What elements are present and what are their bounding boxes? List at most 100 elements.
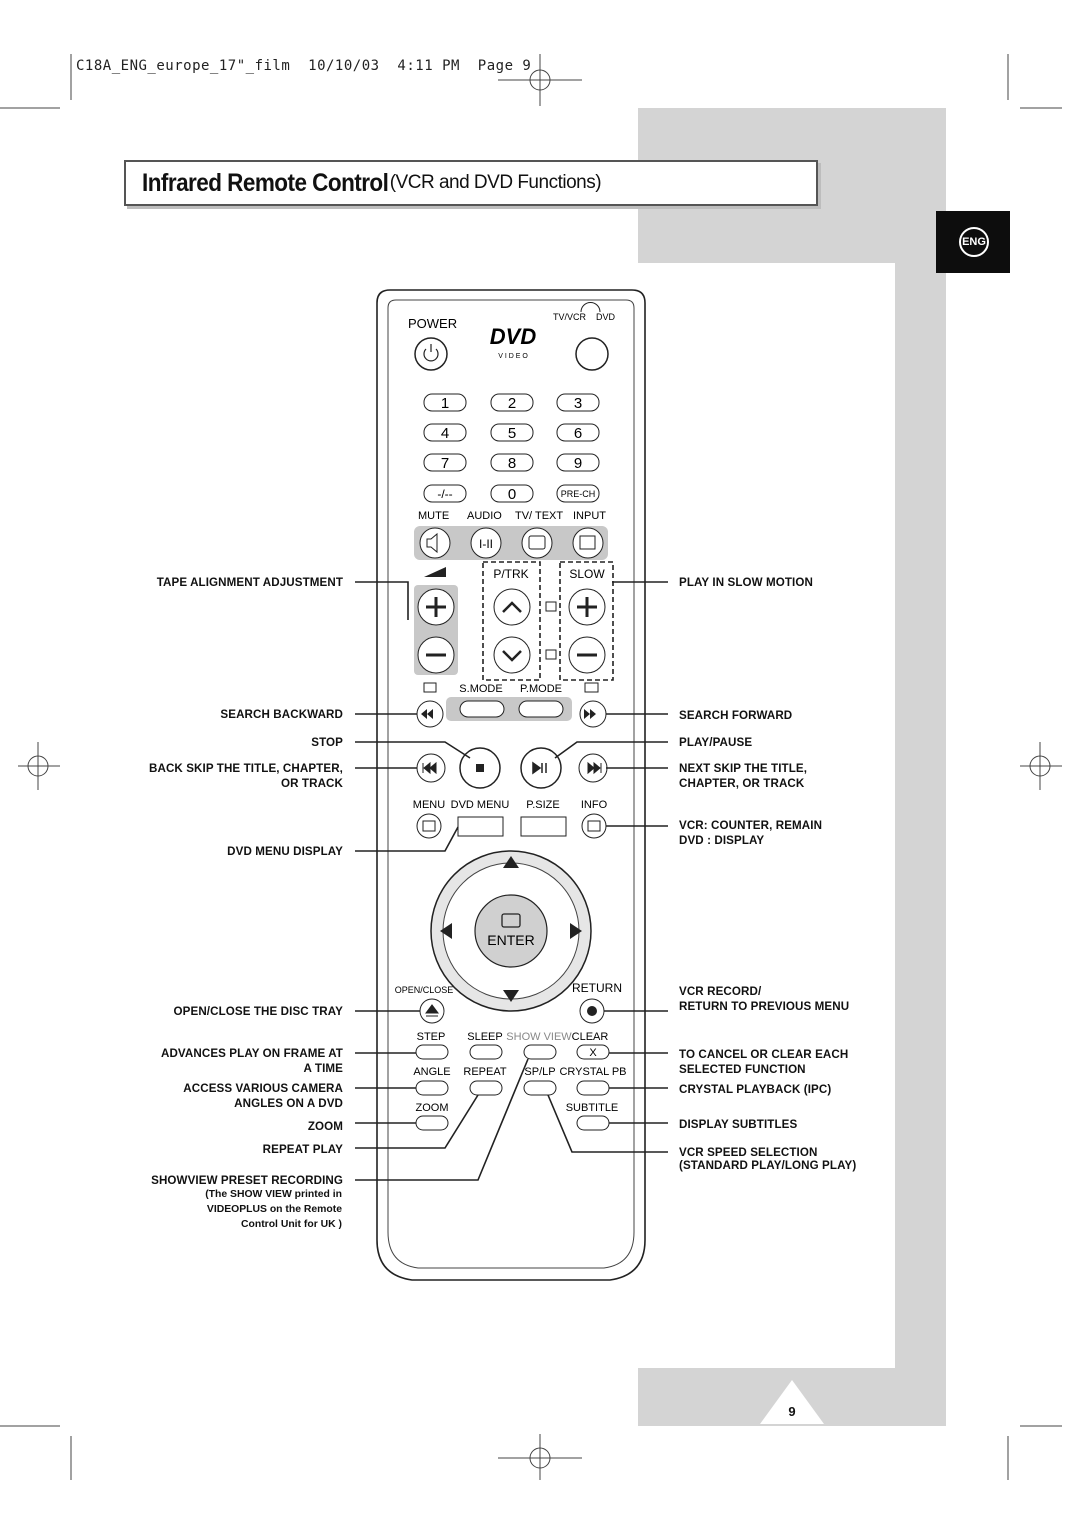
page-icon (423, 682, 437, 693)
digit-key-0[interactable] (490, 484, 534, 503)
page-icon (545, 649, 557, 660)
label-vcr-record: VCR RECORD/ (679, 985, 762, 998)
gray-panel-side (895, 108, 946, 1426)
ptrk-frame (482, 561, 541, 681)
digit-key-1[interactable] (423, 393, 467, 412)
dvd-mode-label: DVD (596, 312, 616, 322)
sp-lp-button[interactable] (523, 1080, 557, 1096)
digit-3-label: 3 (574, 395, 582, 412)
power-icon (423, 344, 439, 362)
page-icon (545, 601, 557, 612)
digit-key-6[interactable] (556, 423, 600, 442)
step-button[interactable] (415, 1044, 449, 1060)
audio-button[interactable] (470, 527, 502, 559)
smode-button[interactable] (459, 700, 505, 718)
crystal-pb-label: CRYSTAL PB (559, 1066, 626, 1078)
title-sub: (VCR and DVD Functions) (389, 172, 602, 193)
digit-9-label: 9 (574, 455, 582, 472)
rewind-icon (421, 709, 433, 719)
dvd-logo: DVD (490, 324, 537, 349)
digit-key-8[interactable] (490, 453, 534, 472)
plus-icon (426, 597, 446, 617)
angle-label: ANGLE (413, 1066, 450, 1078)
menu-button[interactable] (416, 813, 442, 839)
showview-note-2: VIDEOPLUS on the Remote (206, 1204, 342, 1215)
record-icon (587, 1006, 597, 1016)
page-number-badge: 9 (760, 1380, 824, 1424)
tv-vcr-dvd-button[interactable] (575, 337, 609, 371)
arrow-down-icon[interactable] (503, 990, 519, 1002)
ptrk-up-button[interactable] (493, 588, 531, 626)
pre-ch-key[interactable] (556, 484, 600, 503)
audio-label: AUDIO (467, 510, 502, 522)
psize-label: P.SIZE (526, 799, 559, 811)
menu-icon (422, 820, 436, 832)
clear-key-glyph: X (589, 1047, 597, 1059)
clear-button[interactable] (576, 1044, 610, 1060)
title-main: Infrared Remote Control (142, 168, 389, 197)
digit-2-label: 2 (508, 395, 516, 412)
digit-key-4[interactable] (423, 423, 467, 442)
label-stop: STOP (311, 736, 343, 749)
tv-text-button[interactable] (521, 527, 553, 559)
sleep-button[interactable] (469, 1044, 503, 1060)
power-button[interactable] (414, 337, 448, 371)
pmode-button[interactable] (518, 700, 564, 718)
pmode-label: P.MODE (520, 683, 562, 695)
label-next-skip-1: NEXT SKIP THE TITLE, (679, 762, 808, 775)
info-label: INFO (581, 799, 608, 811)
menu-label: MENU (413, 799, 445, 811)
label-camera-angles-1: ACCESS VARIOUS CAMERA (183, 1082, 343, 1095)
dash-key-label: -/-- (437, 487, 452, 501)
skip-forward-icon (587, 761, 602, 775)
psize-button[interactable] (520, 816, 567, 837)
language-badge: ENG (959, 227, 989, 257)
chevron-up-icon (502, 601, 522, 613)
digit-key-9[interactable] (556, 453, 600, 472)
ptrk-down-button[interactable] (493, 636, 531, 674)
digit-8-label: 8 (508, 455, 516, 472)
pre-ch-label: PRE-CH (561, 489, 596, 499)
dash-key[interactable] (423, 484, 467, 503)
label-cancel-clear-2: SELECTED FUNCTION (679, 1063, 806, 1076)
label-display-subtitles: DISPLAY SUBTITLES (679, 1118, 798, 1131)
fast-forward-icon (584, 709, 596, 719)
skip-back-icon (422, 761, 437, 775)
show-view-button[interactable] (523, 1044, 557, 1060)
plus-icon (577, 597, 597, 617)
digit-key-7[interactable] (423, 453, 467, 472)
step-label: STEP (417, 1031, 446, 1043)
tv-vcr-label: TV/VCR (553, 312, 587, 322)
print-slug: C18A_ENG_europe_17"_film 10/10/03 4:11 P… (76, 58, 532, 74)
info-icon (587, 820, 601, 832)
mute-button[interactable] (419, 527, 451, 559)
enter-label: ENTER (487, 932, 534, 948)
label-open-close: OPEN/CLOSE THE DISC TRAY (173, 1005, 343, 1018)
arrow-up-icon[interactable] (503, 856, 519, 868)
arrow-right-icon[interactable] (570, 923, 582, 939)
repeat-button[interactable] (469, 1080, 503, 1096)
label-search-forward: SEARCH FORWARD (679, 709, 793, 722)
smode-label: S.MODE (459, 683, 502, 695)
digit-key-2[interactable] (490, 393, 534, 412)
enter-button[interactable] (474, 894, 548, 968)
repeat-label: REPEAT (463, 1066, 506, 1078)
page-number: 9 (788, 1404, 796, 1419)
digit-5-label: 5 (508, 425, 516, 442)
sleep-label: SLEEP (467, 1031, 502, 1043)
function-key-strip (414, 526, 608, 560)
digit-key-3[interactable] (556, 393, 600, 412)
showview-note-3: Control Unit for UK ) (241, 1219, 342, 1230)
label-crystal-playback: CRYSTAL PLAYBACK (IPC) (679, 1083, 832, 1096)
dvd-menu-button[interactable] (457, 816, 504, 837)
open-close-label: OPEN/CLOSE (395, 985, 454, 995)
slow-frame (559, 561, 614, 681)
volume-icon (424, 567, 446, 577)
digit-key-5[interactable] (490, 423, 534, 442)
arrow-left-icon[interactable] (440, 923, 452, 939)
zoom-label: ZOOM (416, 1102, 449, 1114)
remote-control: POWER TV/VCR DVD DVD V I D E O 1 2 3 4 5… (376, 289, 646, 1281)
sp-lp-label: SP/LP (524, 1066, 555, 1078)
